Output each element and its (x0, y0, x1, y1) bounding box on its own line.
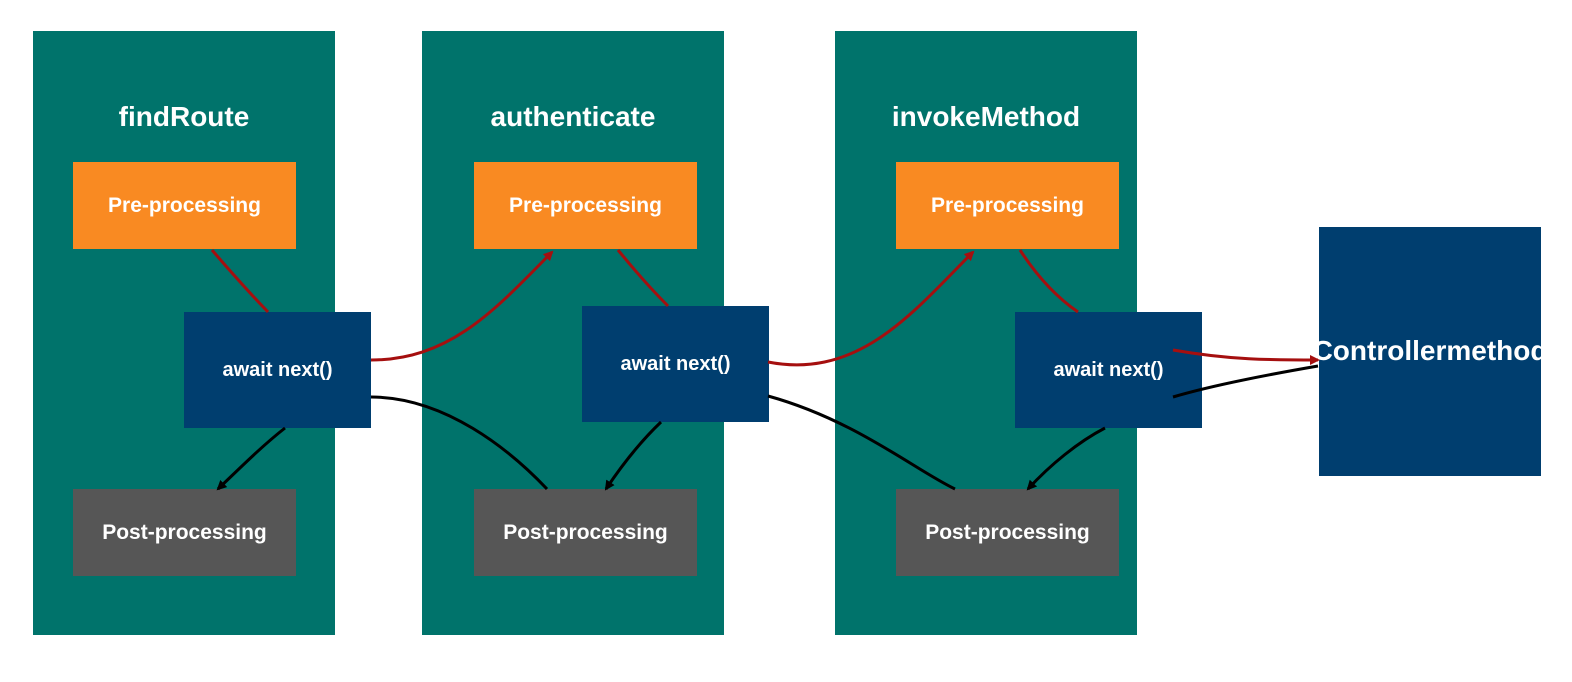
post-processing-box: Post-processing (474, 489, 697, 576)
middleware-title: findRoute (118, 101, 250, 132)
controller-label-line1: Controller (1312, 335, 1447, 367)
controller-method-box: Controller method (1313, 227, 1547, 476)
post-processing-box: Post-processing (896, 489, 1119, 576)
await-next-box: await next() (1015, 312, 1202, 428)
middleware-title: authenticate (490, 101, 656, 132)
await-next-box: await next() (582, 306, 769, 422)
await-next-box: await next() (184, 312, 371, 428)
middleware-title: invokeMethod (891, 101, 1081, 132)
controller-label-line2: method (1446, 335, 1548, 367)
post-processing-box: Post-processing (73, 489, 296, 576)
pre-processing-box: Pre-processing (474, 162, 697, 249)
pre-processing-box: Pre-processing (73, 162, 296, 249)
pre-processing-box: Pre-processing (896, 162, 1119, 249)
